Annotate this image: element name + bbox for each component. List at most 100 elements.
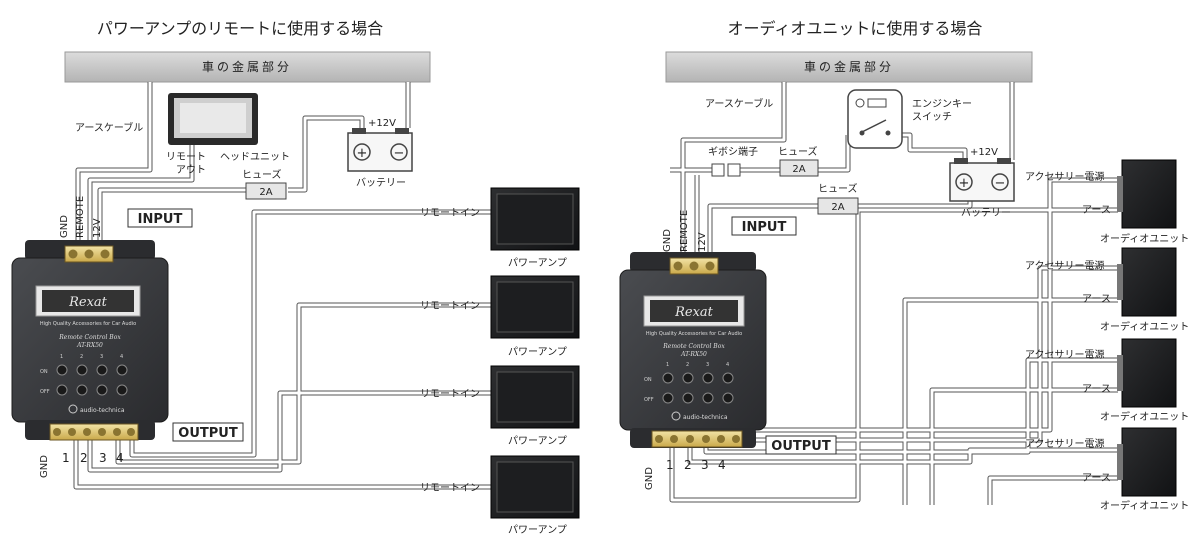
left-out-3: 3 [99, 451, 107, 465]
svg-text:−: − [995, 176, 1006, 191]
left-power-amp [490, 455, 580, 519]
right-control-box: Rexat High Quality Accessories for Car A… [619, 252, 767, 448]
right-battery: + − [949, 158, 1015, 202]
left-input-box [127, 208, 193, 228]
right-fuse-label: ヒューズ [778, 145, 818, 158]
left-fuse [245, 182, 287, 200]
left-plus12v: +12V [368, 118, 396, 129]
right-ground-cable-label: アースケーブル [705, 97, 773, 110]
right-key-switch [847, 89, 903, 149]
right-gibosi-label: ギボシ端子 [708, 145, 758, 158]
svg-text:1: 1 [666, 362, 669, 368]
left-fuse-label: ヒューズ [242, 168, 282, 181]
right-audio-unit [1117, 427, 1177, 497]
right-input-label: INPUT [742, 220, 787, 235]
right-fuse [779, 159, 819, 177]
svg-text:3: 3 [100, 354, 103, 360]
right-unit-label-2: オーディオユニット [1100, 320, 1189, 333]
left-fuse-rating: 2A [259, 187, 272, 198]
right-title: オーディオユニットに使用する場合 [728, 19, 983, 38]
left-brand-logo: Rexat [68, 295, 108, 310]
left-metal-bar [64, 51, 431, 83]
right-fuse2-rating: 2A [831, 202, 844, 213]
right-diagram: オーディオユニットに使用する場合 車の金属部分 [619, 19, 1189, 512]
svg-text:3: 3 [706, 362, 709, 368]
left-output-gnd: GND [39, 455, 50, 478]
left-input-gnd: GND [59, 215, 70, 238]
left-amp-label-3: パワーアンプ [508, 435, 567, 447]
left-out-4: 4 [116, 451, 124, 465]
left-remote-in-3: リモートイン [420, 389, 480, 400]
svg-text:OFF: OFF [644, 397, 654, 403]
right-acc-4: アクセサリー電源 [1025, 437, 1105, 450]
left-diagram: パワーアンプのリモートに使用する場合 車の金属部分 [11, 19, 580, 536]
right-metal-label: 車の金属部分 [804, 59, 894, 74]
left-switches [56, 364, 128, 396]
right-maker: audio-technica [683, 414, 728, 421]
right-brand-logo: Rexat [674, 305, 714, 320]
right-unit-label-4: オーディオユニット [1100, 499, 1189, 512]
left-ground-cable-label: アースケーブル [75, 121, 143, 134]
left-input-label: INPUT [138, 212, 183, 227]
right-audio-unit [1117, 247, 1177, 317]
right-model-title: Remote Control Box [662, 343, 725, 350]
right-out-1: 1 [666, 458, 674, 472]
svg-text:OFF: OFF [40, 389, 50, 395]
right-out-2: 2 [684, 458, 692, 472]
left-title: パワーアンプのリモートに使用する場合 [97, 19, 383, 38]
right-out-4: 4 [718, 458, 726, 472]
left-power-amp [490, 187, 580, 251]
right-earth-2: アース [1082, 294, 1111, 305]
right-acc-1: アクセサリー電源 [1025, 170, 1105, 183]
right-switches [662, 372, 734, 404]
left-tagline: High Quality Accessories for Car Audio [40, 321, 136, 327]
right-input-box [731, 216, 797, 236]
svg-text:2: 2 [80, 354, 83, 360]
left-amp-label-4: パワーアンプ [508, 524, 567, 536]
right-output-gnd: GND [644, 467, 655, 490]
left-battery: + − [347, 128, 413, 172]
right-audio-unit [1117, 338, 1177, 408]
left-head-unit [168, 93, 258, 145]
left-wires [73, 82, 491, 490]
right-input-12v: 12V [697, 232, 708, 252]
right-plus12v: +12V [970, 147, 998, 158]
left-amp-label-1: パワーアンプ [508, 257, 567, 269]
right-battery-label: バッテリー [961, 207, 1011, 219]
right-key-switch-2: スイッチ [912, 111, 952, 123]
right-input-remote: REMOTE [679, 210, 690, 252]
left-remote-in-2: リモートイン [420, 301, 480, 312]
left-model: AT-RX50 [76, 342, 103, 349]
left-output-box [172, 422, 244, 442]
right-earth-4: アース [1082, 473, 1111, 484]
right-metal-bar [665, 51, 1033, 83]
left-metal-label: 車の金属部分 [202, 59, 292, 74]
svg-text:ON: ON [40, 369, 48, 375]
right-earth-3: アース [1082, 384, 1111, 395]
right-fuse-2 [817, 197, 859, 215]
svg-text:4: 4 [120, 354, 123, 360]
left-battery-label: バッテリー [356, 177, 406, 189]
right-acc-3: アクセサリー電源 [1025, 348, 1105, 361]
left-remote-out-2: アウト [176, 164, 206, 176]
left-maker: audio-technica [80, 407, 125, 414]
right-fuse2-label: ヒューズ [818, 182, 858, 195]
svg-text:4: 4 [726, 362, 729, 368]
right-unit-label-3: オーディオユニット [1100, 410, 1189, 423]
right-acc-2: アクセサリー電源 [1025, 259, 1105, 272]
left-remote-out-1: リモート [166, 152, 206, 163]
svg-text:1: 1 [60, 354, 63, 360]
right-unit-label-1: オーディオユニット [1100, 232, 1189, 245]
svg-text:ON: ON [644, 377, 652, 383]
left-amp-label-2: パワーアンプ [508, 346, 567, 358]
left-out-1: 1 [62, 451, 70, 465]
left-output-label: OUTPUT [178, 426, 238, 441]
right-gibosi-terminal [711, 163, 741, 177]
svg-text:+: + [959, 176, 970, 191]
svg-text:2: 2 [686, 362, 689, 368]
right-fuse-rating: 2A [792, 164, 805, 175]
right-model: AT-RX50 [680, 351, 707, 358]
right-audio-unit [1117, 159, 1177, 229]
left-model-title: Remote Control Box [58, 334, 121, 341]
right-key-switch-1: エンジンキー [912, 99, 972, 110]
